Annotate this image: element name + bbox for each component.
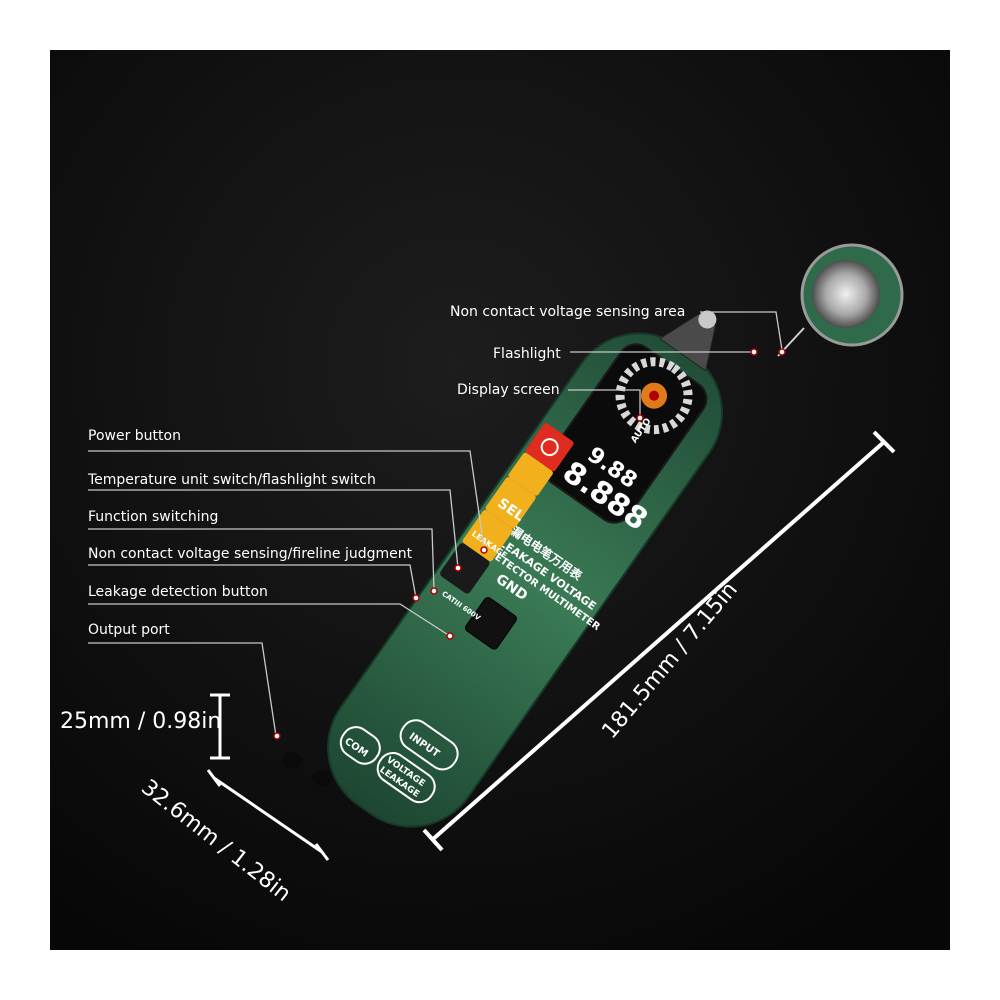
inset-lens bbox=[812, 260, 880, 328]
gnd-touch-pad[interactable] bbox=[464, 596, 518, 651]
port-input[interactable] bbox=[395, 715, 463, 775]
leakage-detection-button[interactable] bbox=[439, 542, 491, 595]
product-scene: 9.88 8.888 AUTO 漏电电笔万用表 LEAKAGE VOLTAGE … bbox=[50, 50, 950, 950]
jack-hole bbox=[282, 752, 302, 768]
jack-hole bbox=[312, 770, 332, 786]
power-button[interactable] bbox=[525, 422, 575, 472]
callout-function-switching: Function switching bbox=[88, 509, 218, 525]
callout-output-port: Output port bbox=[88, 622, 170, 638]
callout-flashlight: Flashlight bbox=[493, 346, 561, 362]
callout-leaders bbox=[88, 311, 783, 737]
port-com[interactable] bbox=[335, 722, 385, 770]
callout-power-button: Power button bbox=[88, 428, 181, 444]
port-leakage-voltage[interactable] bbox=[372, 748, 440, 808]
power-icon bbox=[540, 438, 559, 457]
probe-tip bbox=[658, 313, 717, 372]
callout-leakage-button: Leakage detection button bbox=[88, 584, 268, 600]
sel-button[interactable] bbox=[484, 476, 536, 529]
flashlight-lens bbox=[698, 310, 717, 329]
ncv-button[interactable] bbox=[462, 509, 514, 562]
callout-temp-unit-switch: Temperature unit switch/flashlight switc… bbox=[87, 472, 376, 488]
dimension-height: 25mm / 0.98in bbox=[60, 709, 221, 734]
callout-dots bbox=[273, 348, 786, 740]
callout-display-screen: Display screen bbox=[457, 382, 560, 398]
multimeter-pen: 9.88 8.888 AUTO 漏电电笔万用表 LEAKAGE VOLTAGE … bbox=[282, 310, 724, 828]
callout-non-contact-area: Non contact voltage sensing area bbox=[450, 304, 685, 320]
callout-ncv-fireline: Non contact voltage sensing/fireline jud… bbox=[88, 546, 413, 562]
temp-flashlight-button[interactable] bbox=[507, 452, 554, 497]
dimension-lines bbox=[206, 430, 896, 861]
product-photo: 9.88 8.888 AUTO 漏电电笔万用表 LEAKAGE VOLTAGE … bbox=[50, 50, 950, 950]
flashlight-inset bbox=[777, 243, 904, 357]
